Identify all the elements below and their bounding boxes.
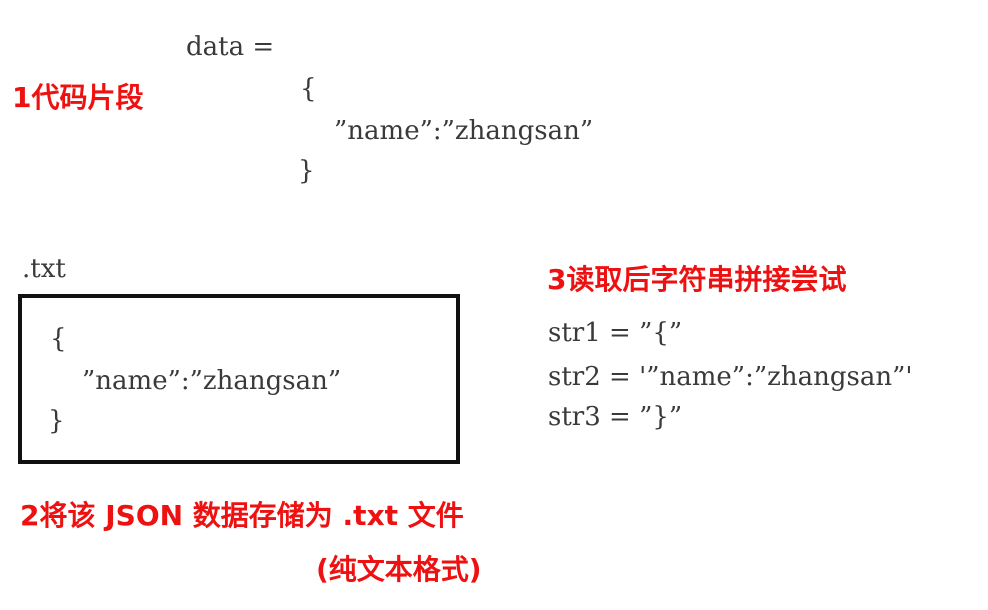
file-name-line: ”name”:”zhangsan” xyxy=(82,366,342,396)
concat-str1-line: str1 = ”{” xyxy=(548,318,683,348)
snippet-close-brace: } xyxy=(298,156,315,186)
file-caption-line2: (纯文本格式) xyxy=(316,553,482,586)
concat-str2-line: str2 = '”name”:”zhangsan”' xyxy=(548,362,913,392)
snippet-label: 1代码片段 xyxy=(12,81,144,114)
snippet-assignment-line: data = xyxy=(186,32,275,62)
file-open-brace: { xyxy=(50,324,67,354)
snippet-open-brace: { xyxy=(300,74,317,104)
snippet-name-line: ”name”:”zhangsan” xyxy=(334,116,594,146)
concat-label: 3读取后字符串拼接尝试 xyxy=(547,263,847,296)
txt-file-box xyxy=(18,294,460,464)
file-name-label: .txt xyxy=(22,254,66,284)
file-caption-line1: 2将该 JSON 数据存储为 .txt 文件 xyxy=(20,499,464,532)
file-close-brace: } xyxy=(48,406,65,436)
concat-str3-line: str3 = ”}” xyxy=(548,402,683,432)
